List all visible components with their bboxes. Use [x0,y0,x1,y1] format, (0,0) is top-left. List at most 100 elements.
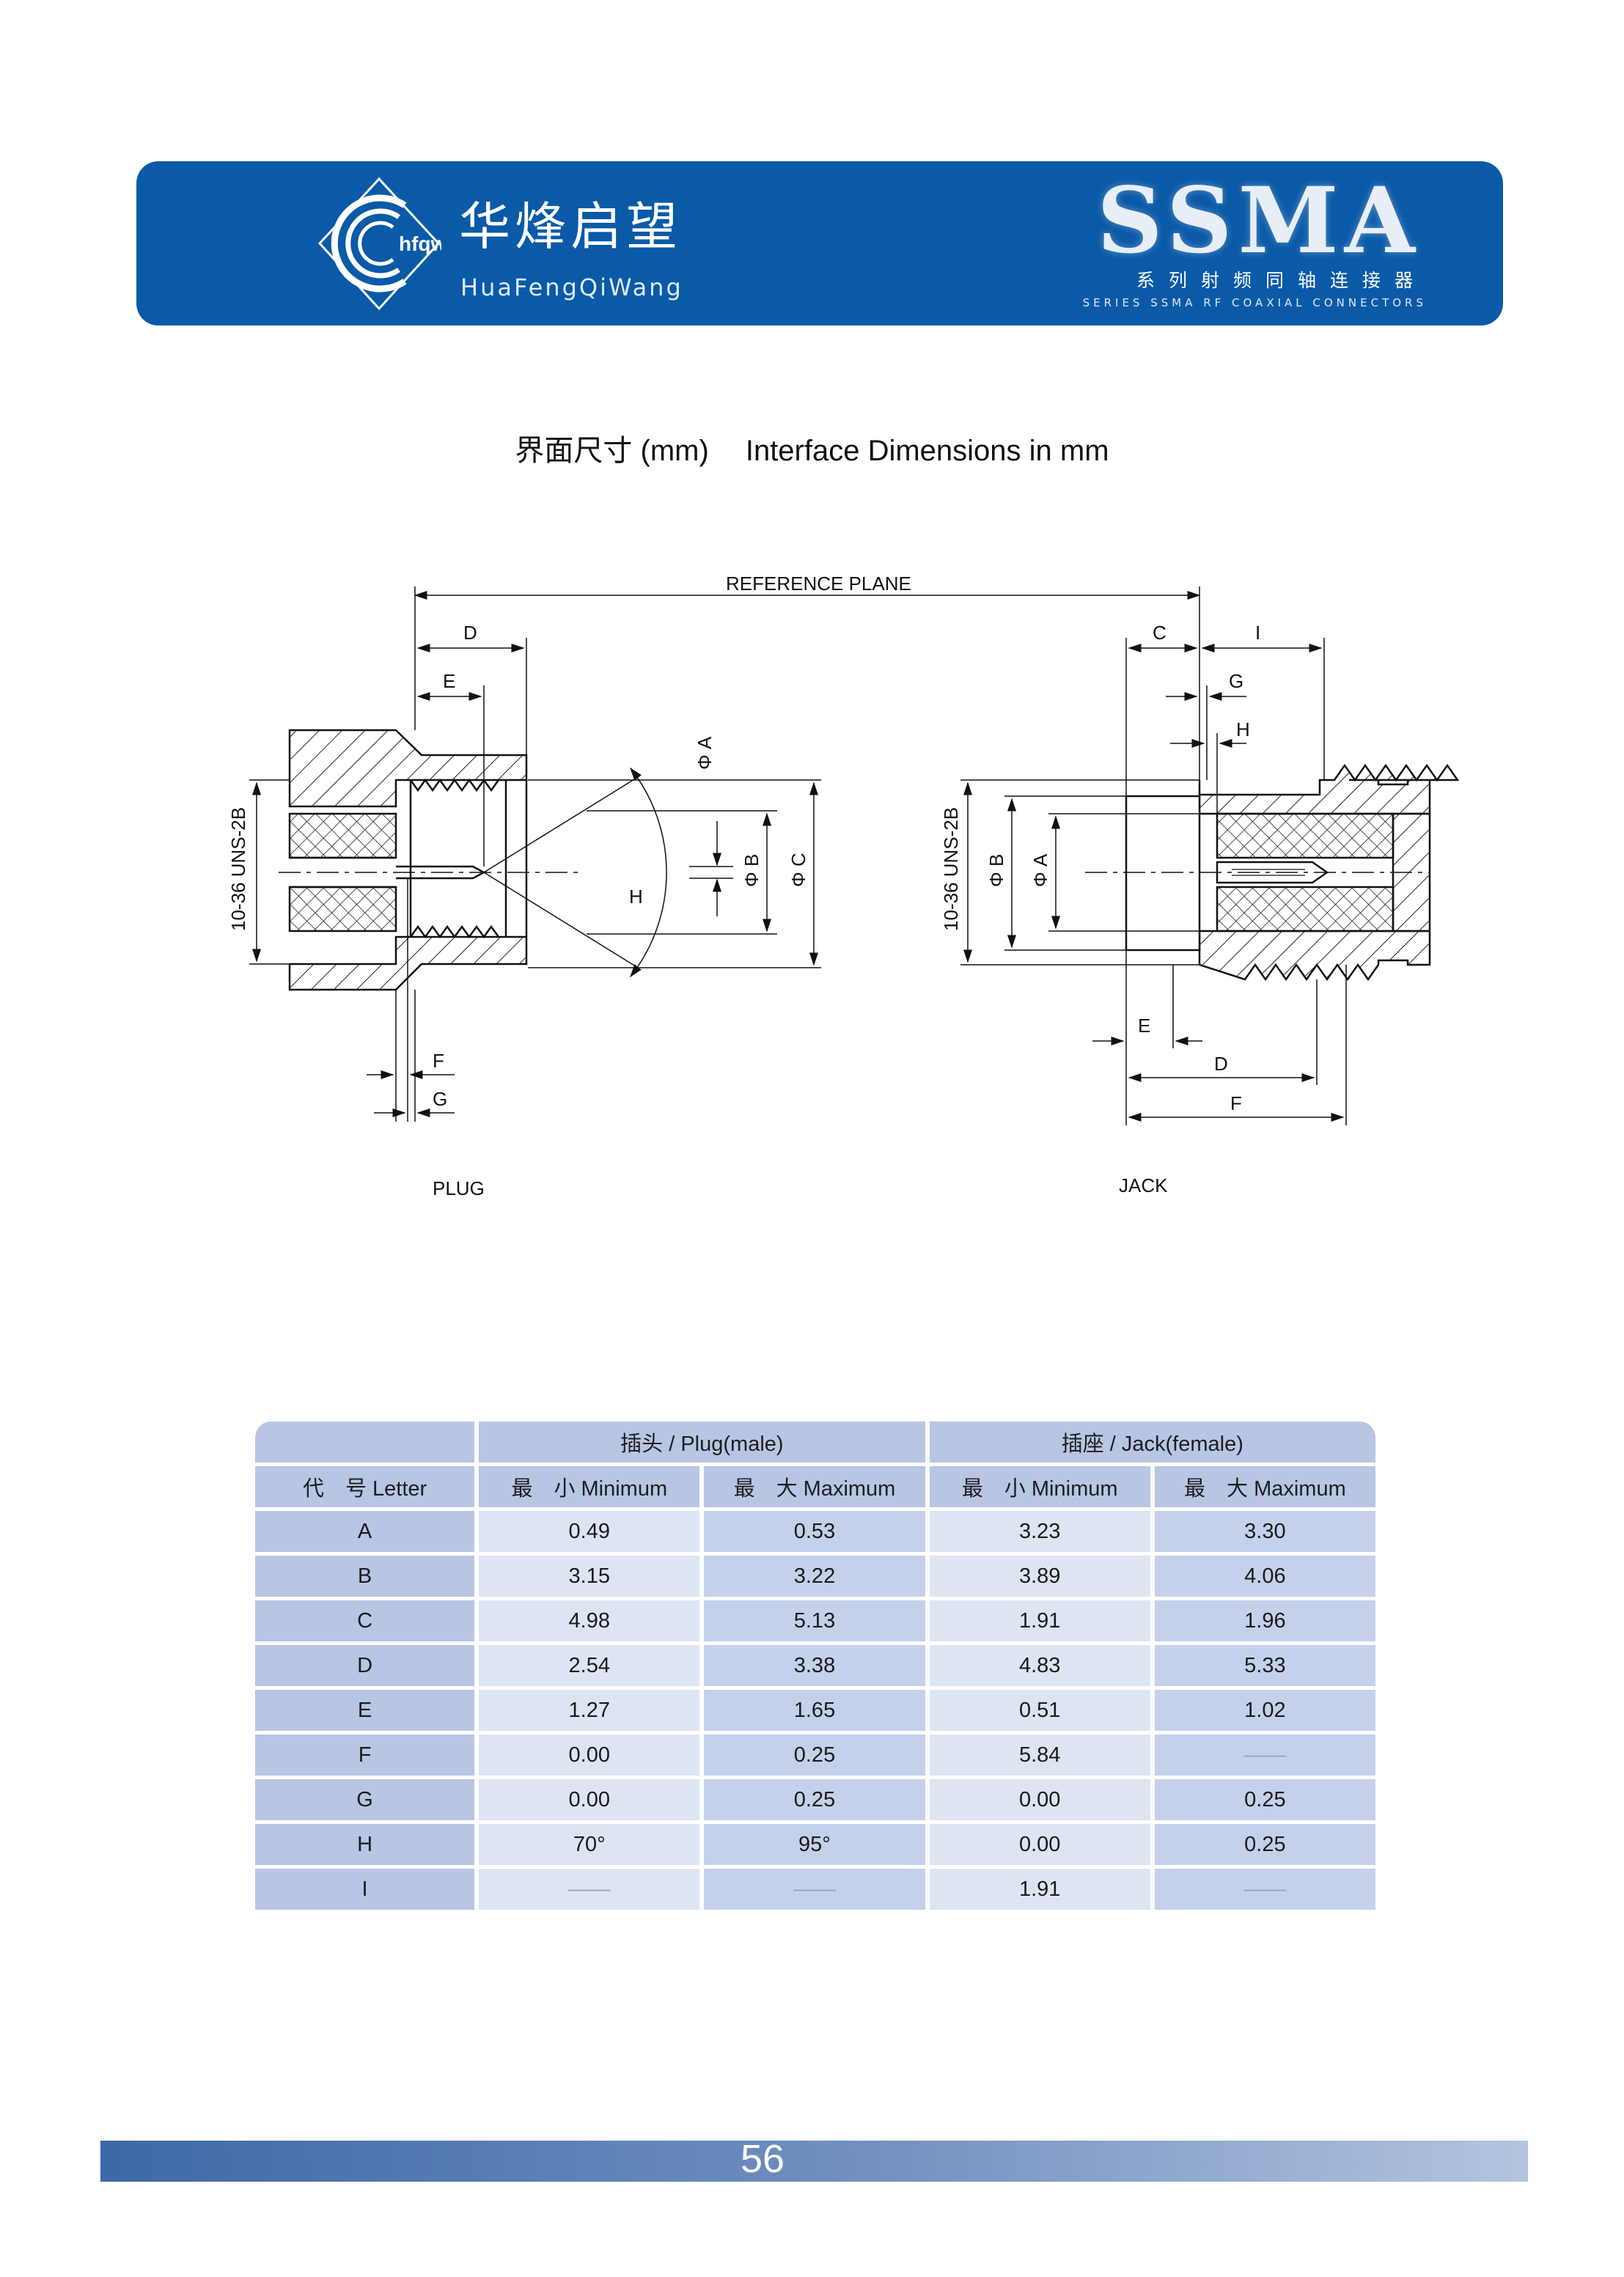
plug-max-header: 最 大 Maximum [704,1466,925,1507]
jack-max-cell: 5.33 [1154,1645,1375,1686]
plug-thread-label: 10-36 UNS-2B [227,807,249,931]
jack-label-I: I [1255,622,1260,644]
jack-label-phiA: Φ A [1029,853,1051,887]
jack-max-cell: 1.02 [1154,1690,1375,1731]
table-group-header-row: 插头 / Plug(male) 插座 / Jack(female) [255,1421,1375,1463]
footer-bar [100,2141,1528,2182]
jack-max-cell: 1.96 [1154,1600,1375,1641]
plug-max-cell: 0.25 [704,1735,925,1776]
plug-drawing [249,586,821,1122]
plug-max-cell: 1.65 [704,1690,925,1731]
plug-max-cell: —— [704,1869,925,1910]
plug-min-cell: 0.00 [479,1779,700,1820]
letter-cell: A [255,1511,475,1552]
letter-cell: H [255,1824,475,1865]
table-row: I————1.91—— [255,1869,1375,1910]
jack-min-cell: 5.84 [929,1735,1150,1776]
page-title: 界面尺寸 (mm)Interface Dimensions in mm [0,427,1624,469]
letter-cell: F [255,1735,475,1776]
interface-drawing: REFERENCE PLANE D E H F G 10-36 UNS-2B Φ… [227,573,1460,1199]
plug-max-cell: 0.53 [704,1511,925,1552]
jack-label-G: G [1229,670,1243,692]
jack-min-cell: 3.89 [929,1556,1150,1597]
jack-label-E: E [1138,1015,1150,1037]
page-number: 56 [740,2137,785,2181]
jack-min-cell: 0.00 [929,1824,1150,1865]
plug-min-cell: 2.54 [479,1645,700,1686]
jack-min-cell: 0.00 [929,1779,1150,1820]
letter-cell: B [255,1556,475,1597]
logo-text: hfqw [399,232,441,255]
plug-label-E: E [443,670,455,692]
jack-min-cell: 1.91 [929,1600,1150,1641]
jack-max-cell: 3.30 [1154,1511,1375,1552]
plug-min-cell: 0.49 [479,1511,700,1552]
jack-label-F: F [1230,1092,1242,1114]
jack-min-cell: 3.23 [929,1511,1150,1552]
plug-label-H: H [629,886,643,908]
plug-label-G: G [433,1088,447,1110]
dimensions-table: 插头 / Plug(male) 插座 / Jack(female) 代 号 Le… [251,1418,1380,1913]
plug-label-phiA: Φ A [694,736,716,770]
plug-label-D: D [463,622,477,644]
jack-label-H: H [1236,718,1250,740]
plug-max-cell: 3.22 [704,1556,925,1597]
title-en: Interface Dimensions in mm [745,435,1109,467]
letter-cell: G [255,1779,475,1820]
reference-plane-label: REFERENCE PLANE [726,573,911,595]
jack-max-header: 最 大 Maximum [1154,1466,1375,1507]
plug-label-phiC: Φ C [787,853,809,887]
plug-label-phiB: Φ B [741,854,763,887]
table-corner-cell [255,1421,475,1463]
company-name-cn: 华烽启望 [459,196,682,257]
plug-min-cell: —— [479,1869,700,1910]
table-column-header-row: 代 号 Letter 最 小 Minimum 最 大 Maximum 最 小 M… [255,1466,1375,1507]
jack-min-header: 最 小 Minimum [929,1466,1150,1507]
jack-max-cell: —— [1154,1869,1375,1910]
plug-max-cell: 5.13 [704,1600,925,1641]
plug-min-cell: 3.15 [479,1556,700,1597]
jack-max-cell: 4.06 [1154,1556,1375,1597]
jack-max-cell: —— [1154,1735,1375,1776]
header-banner: hfqw 华烽启望 HuaFengQiWang SSMA 系列射频同轴连接器 S… [136,161,1503,325]
jack-label-C: C [1153,622,1166,644]
letter-cell: I [255,1869,475,1910]
series-subtitle-cn: 系列射频同轴连接器 [1136,270,1427,291]
plug-min-cell: 0.00 [479,1735,700,1776]
jack-group-header: 插座 / Jack(female) [929,1421,1375,1463]
plug-caption: PLUG [433,1177,485,1199]
jack-caption: JACK [1119,1174,1168,1196]
plug-min-cell: 70° [479,1824,700,1865]
plug-max-cell: 95° [704,1824,925,1865]
series-title: SSMA [1097,168,1421,274]
plug-min-cell: 1.27 [479,1690,700,1731]
jack-drawing [960,638,1460,1125]
letter-column-header: 代 号 Letter [255,1466,475,1507]
company-logo-icon: hfqw [317,177,441,311]
jack-min-cell: 4.83 [929,1645,1150,1686]
jack-label-phiB: Φ B [985,854,1007,887]
plug-min-header: 最 小 Minimum [479,1466,700,1507]
letter-cell: C [255,1600,475,1641]
jack-min-cell: 0.51 [929,1690,1150,1731]
plug-min-cell: 4.98 [479,1600,700,1641]
jack-thread-label: 10-36 UNS-2B [940,807,962,931]
plug-group-header: 插头 / Plug(male) [479,1421,925,1463]
jack-min-cell: 1.91 [929,1869,1150,1910]
plug-max-cell: 3.38 [704,1645,925,1686]
letter-cell: D [255,1645,475,1686]
jack-max-cell: 0.25 [1154,1779,1375,1820]
jack-max-cell: 0.25 [1154,1824,1375,1865]
letter-cell: E [255,1690,475,1731]
series-subtitle-en: SERIES SSMA RF COAXIAL CONNECTORS [1082,296,1427,309]
plug-label-F: F [433,1050,444,1072]
plug-max-cell: 0.25 [704,1779,925,1820]
